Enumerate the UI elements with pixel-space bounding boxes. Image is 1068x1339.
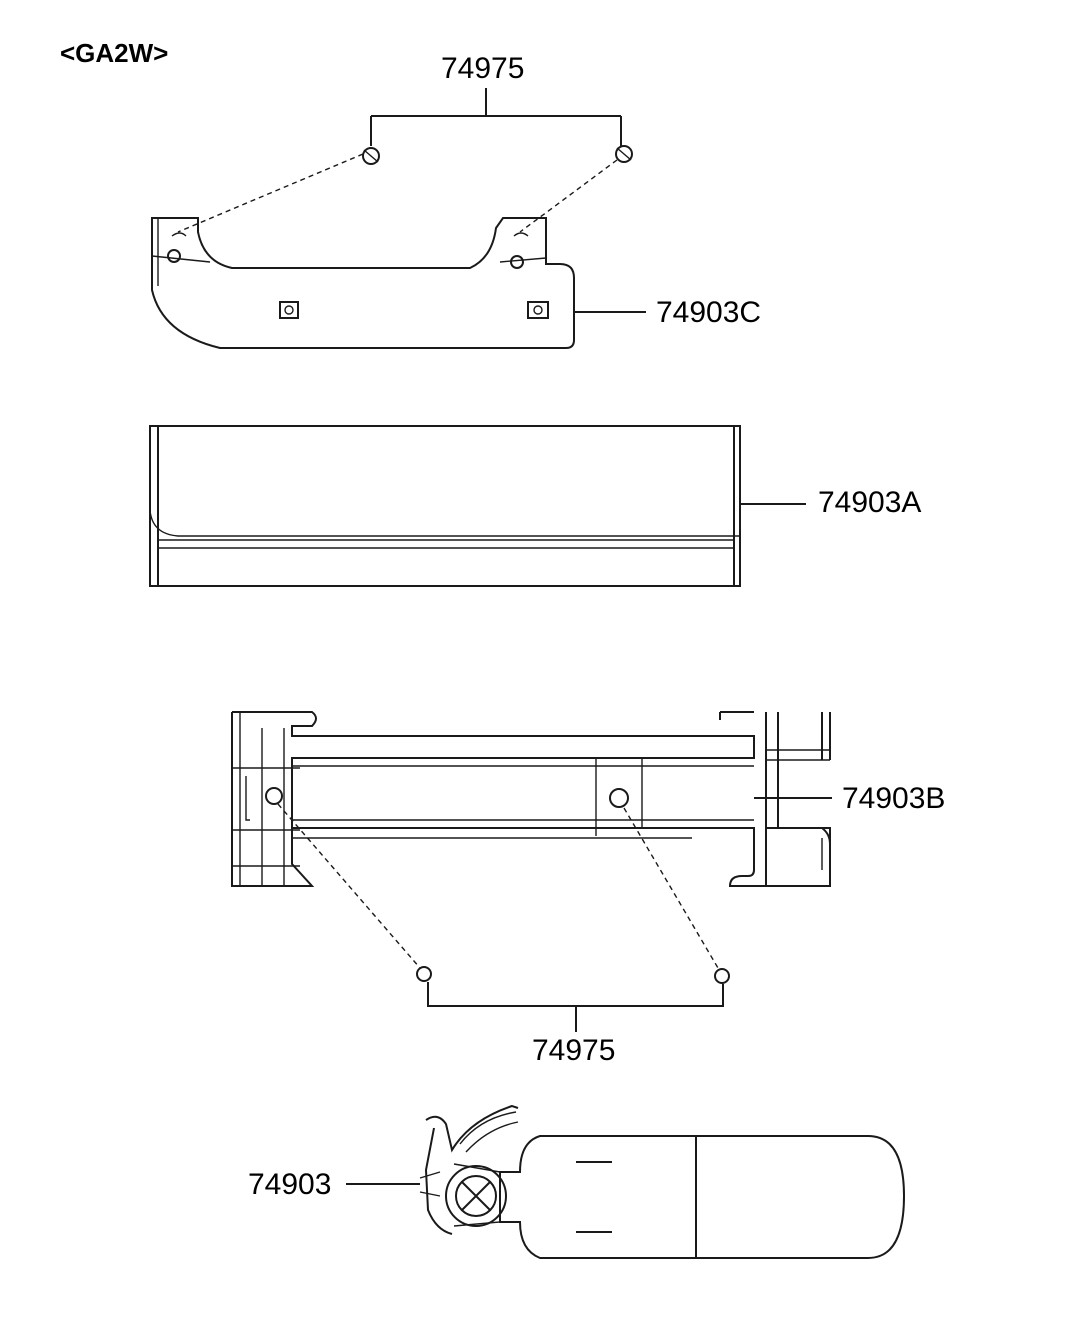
part-label-74903: 74903 <box>248 1168 332 1201</box>
bracket-part <box>231 711 832 887</box>
part-label-74975-top: 74975 <box>441 52 525 85</box>
extinguisher-part <box>346 1104 906 1259</box>
clip-bottom-left <box>416 966 432 982</box>
clip-top-right <box>615 145 633 163</box>
part-label-74903B: 74903B <box>842 782 946 815</box>
top-clip-group <box>177 88 633 233</box>
model-code-title: <GA2W> <box>60 38 169 68</box>
part-label-74975-bottom: 74975 <box>532 1034 616 1067</box>
cover-part <box>151 217 646 349</box>
clip-top-left <box>362 147 380 165</box>
part-label-74903C: 74903C <box>656 296 762 329</box>
case-part <box>149 425 806 587</box>
bottom-clip-group <box>277 803 730 1032</box>
part-label-74903A: 74903A <box>818 486 922 519</box>
clip-bottom-right <box>714 968 730 984</box>
